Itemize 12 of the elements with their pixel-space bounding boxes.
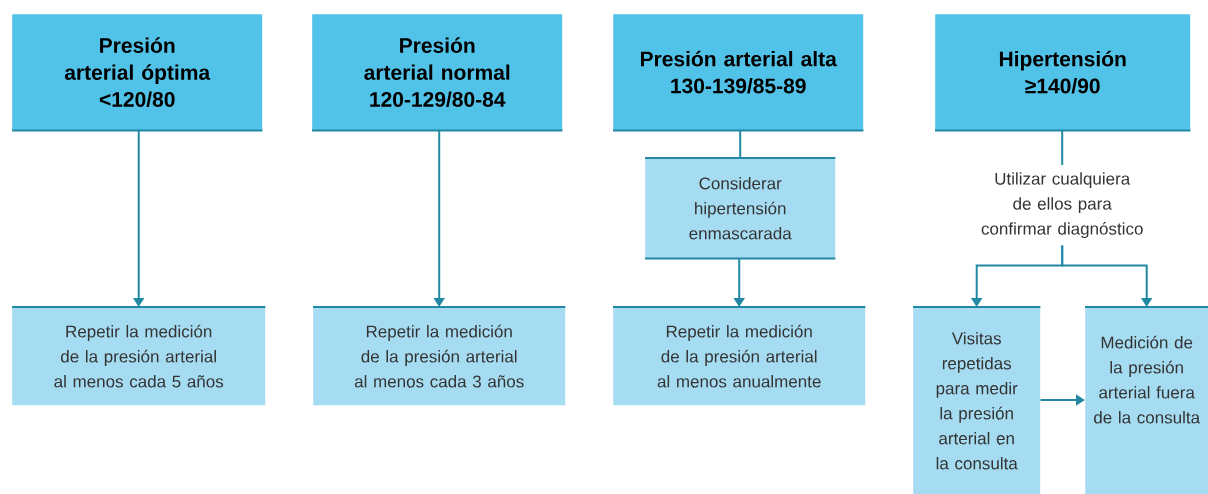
recommendation-box: Visitas repetidas para medir la presión arterial en la consulta bbox=[912, 306, 1042, 494]
recommendation-box: Medición de la presión arterial fuera de la consulta bbox=[1084, 306, 1208, 494]
category-box: Presión arterial óptima <120/80 bbox=[11, 14, 264, 132]
category-box: Presión arterial alta 130-139/85-89 bbox=[612, 14, 865, 132]
recommendation-box: Repetir la medición de la presión arterial al menos cada 5 años bbox=[11, 306, 267, 406]
recommendation-box: Repetir la medición de la presión arterial al menos cada 3 años bbox=[312, 306, 567, 406]
recommendation-box: Repetir la medición de la presión arterial al menos anualmente bbox=[612, 306, 867, 406]
instruction-text: Utilizar cualquiera de ellos para confirmar diagnóstico bbox=[981, 172, 1143, 239]
arrow bbox=[1061, 244, 1153, 307]
category-box: Hipertensión ≥140/90 bbox=[934, 14, 1192, 132]
recommendation-box: Considerar hipertensión enmascarada bbox=[644, 157, 837, 260]
category-box: Presión arterial normal 120-129/80-84 bbox=[311, 14, 564, 132]
